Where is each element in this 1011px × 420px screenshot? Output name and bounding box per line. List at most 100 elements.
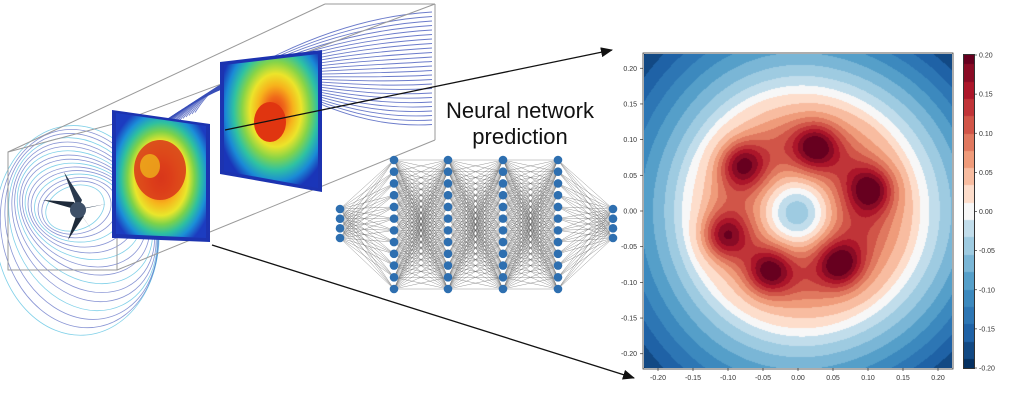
network-edge [557, 237, 614, 266]
network-edge [393, 159, 449, 231]
network-edge [557, 183, 614, 229]
y-tick-label: -0.10 [621, 280, 637, 287]
network-edge [339, 218, 395, 290]
network-edge [447, 265, 504, 290]
network-edge [447, 195, 504, 290]
network-node [389, 190, 399, 200]
network-edge [447, 218, 504, 290]
network-node [553, 202, 563, 212]
network-edge [557, 208, 614, 231]
network-edge [339, 171, 395, 229]
x-tick-label: 0.00 [791, 375, 805, 382]
arrow-bottom [211, 244, 635, 380]
network-edge [339, 159, 395, 219]
network-node [553, 190, 563, 200]
network-node [553, 214, 563, 223]
network-node [389, 237, 399, 247]
network-node [498, 167, 508, 177]
network-edge [557, 208, 614, 219]
network-edge [447, 159, 504, 243]
flow-streamlines [0, 11, 433, 336]
x-tick-label: 0.20 [931, 375, 945, 382]
network-edge [557, 183, 614, 219]
network-node [498, 249, 508, 259]
network-edge [557, 237, 614, 278]
x-tick-label: -0.10 [720, 375, 736, 382]
network-edge [557, 228, 614, 290]
colorbar-tick-label: 0.15 [979, 92, 993, 99]
network-node [335, 214, 345, 223]
network-edge [339, 183, 395, 219]
network-edge [393, 159, 449, 208]
network-edge [393, 159, 449, 172]
network-edge [447, 159, 504, 208]
network-node [443, 179, 453, 188]
network-node [443, 190, 453, 200]
network-edge [502, 195, 559, 290]
network-edge [502, 159, 559, 172]
network-edge [557, 237, 614, 255]
network-edge [557, 159, 614, 210]
network-edge [339, 237, 395, 255]
network-edge [557, 159, 614, 239]
network-node [553, 284, 563, 294]
y-tick-label: 0.20 [623, 66, 637, 73]
network-edge [557, 208, 614, 254]
network-edge [393, 159, 449, 278]
network-edge [339, 237, 395, 278]
network-edge [447, 159, 504, 219]
network-node [389, 167, 399, 177]
network-node [443, 272, 453, 282]
network-edge [339, 159, 395, 239]
network-edge [339, 194, 395, 210]
network-edge [339, 171, 395, 219]
network-edge [557, 171, 614, 210]
network-edge [447, 159, 504, 196]
colorbar-tick-label: 0.00 [979, 209, 993, 216]
network-edge [557, 228, 614, 255]
network-node [389, 155, 399, 165]
network-edge [447, 159, 504, 254]
network-edge [447, 241, 504, 290]
network-edge [502, 159, 559, 266]
network-edge [393, 159, 449, 219]
network-edge [557, 194, 614, 210]
y-tick-label: 0.10 [623, 137, 637, 144]
network-node [443, 202, 453, 212]
network-node [608, 233, 618, 243]
colorbar-tick-label: -0.10 [979, 287, 995, 294]
network-node [389, 226, 399, 235]
network-edge [502, 159, 559, 208]
network-node [553, 226, 563, 235]
network-node [335, 224, 345, 233]
network-edge [557, 159, 614, 219]
network-edge [339, 183, 395, 239]
y-tick-label: 0.00 [623, 209, 637, 216]
network-edge [502, 241, 559, 290]
colorbar-tick-label: -0.05 [979, 248, 995, 255]
cfd-channel-domain [0, 3, 436, 336]
x-tick-label: 0.15 [896, 375, 910, 382]
network-edge [557, 183, 614, 210]
network-edge [557, 237, 614, 290]
network-edge [393, 159, 449, 266]
x-tick-label: -0.05 [755, 375, 771, 382]
network-node [443, 249, 453, 259]
network-edge [447, 159, 504, 184]
network-node [608, 204, 618, 214]
network-node [553, 179, 563, 188]
network-edge [447, 206, 504, 290]
network-node [553, 167, 563, 177]
network-edge [339, 159, 395, 229]
network-node [553, 237, 563, 247]
network-edge [339, 183, 395, 210]
colorbar-tick-label: -0.15 [979, 326, 995, 333]
network-edge [557, 218, 614, 266]
colorbar-tick-label: -0.20 [979, 366, 995, 373]
network-edge [393, 159, 449, 243]
network-edge [393, 159, 449, 184]
network-edge [447, 253, 504, 290]
network-edge [339, 218, 395, 239]
network-edge [339, 237, 395, 243]
